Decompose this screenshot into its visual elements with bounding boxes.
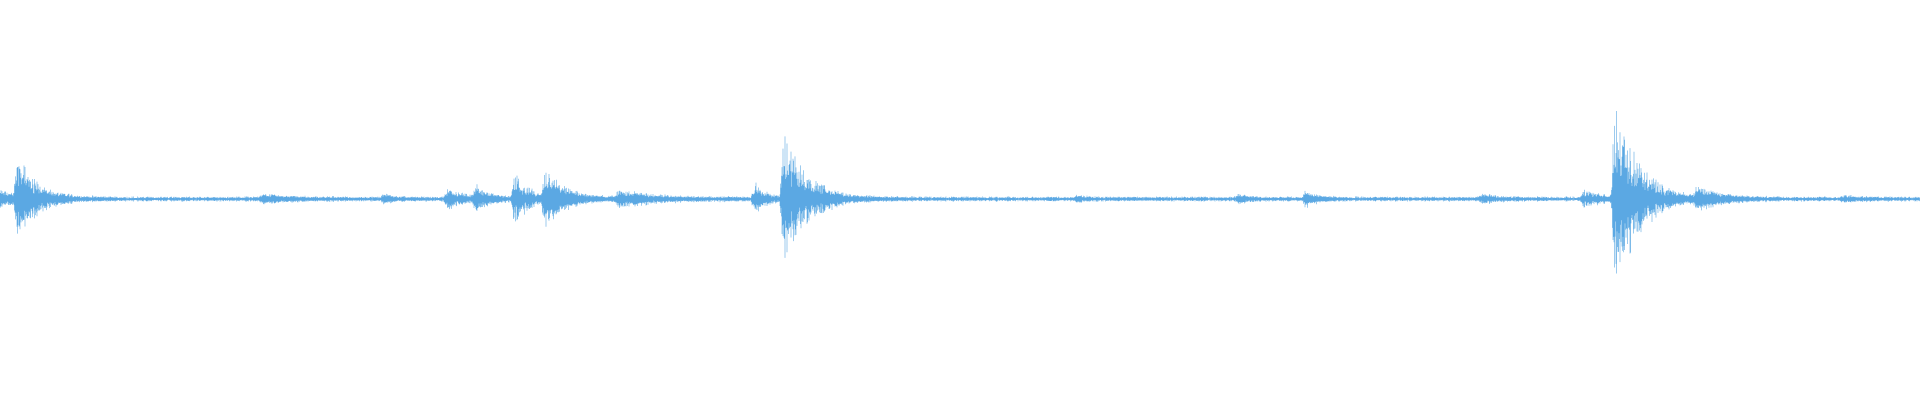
waveform-signal [0,111,1920,274]
